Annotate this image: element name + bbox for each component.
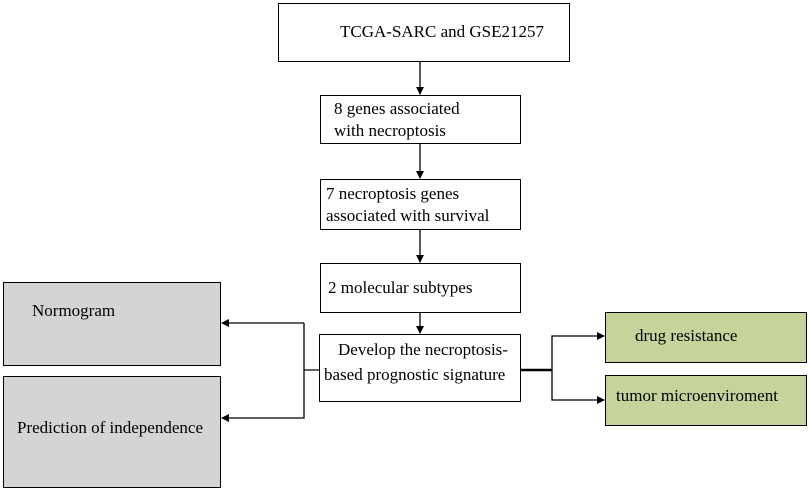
source-box: TCGA-SARC and GSE21257 xyxy=(278,3,570,62)
subtypes-box: 2 molecular subtypes xyxy=(320,263,521,313)
genes7-label-line1: 7 necroptosis genes xyxy=(326,184,460,203)
nomogram-box: Normogram xyxy=(3,282,221,366)
signature-label-line2: based prognostic signature xyxy=(324,365,506,384)
signature-box: Develop the necroptosis- based prognosti… xyxy=(319,334,521,402)
tumor-microenvironment-label: tumor microenviroment xyxy=(616,386,778,405)
genes7-label-line2: associated with survival xyxy=(326,206,490,225)
arrow-to-independence xyxy=(221,370,305,422)
connector-signature-to-left xyxy=(303,323,319,371)
signature-label-line1: Develop the necroptosis- xyxy=(338,340,508,359)
drug-resistance-label: drug resistance xyxy=(635,326,738,345)
nomogram-label: Normogram xyxy=(32,301,116,320)
independence-box: Prediction of independence xyxy=(3,376,221,488)
tumor-microenvironment-box: tumor microenviroment xyxy=(605,375,807,426)
drug-resistance-box: drug resistance xyxy=(605,312,807,363)
subtypes-label: 2 molecular subtypes xyxy=(328,278,473,297)
source-label: TCGA-SARC and GSE21257 xyxy=(340,22,545,41)
genes8-label-line1: 8 genes associated xyxy=(334,99,460,118)
genes8-label-line2: with necroptosis xyxy=(334,121,446,140)
genes8-box: 8 genes associated with necroptosis xyxy=(320,95,521,144)
arrow-to-tumor-microenvironment xyxy=(551,370,605,404)
genes7-box: 7 necroptosis genes associated with surv… xyxy=(320,179,521,230)
arrow-to-drug-resistance xyxy=(551,332,605,370)
independence-label: Prediction of independence xyxy=(17,418,203,437)
